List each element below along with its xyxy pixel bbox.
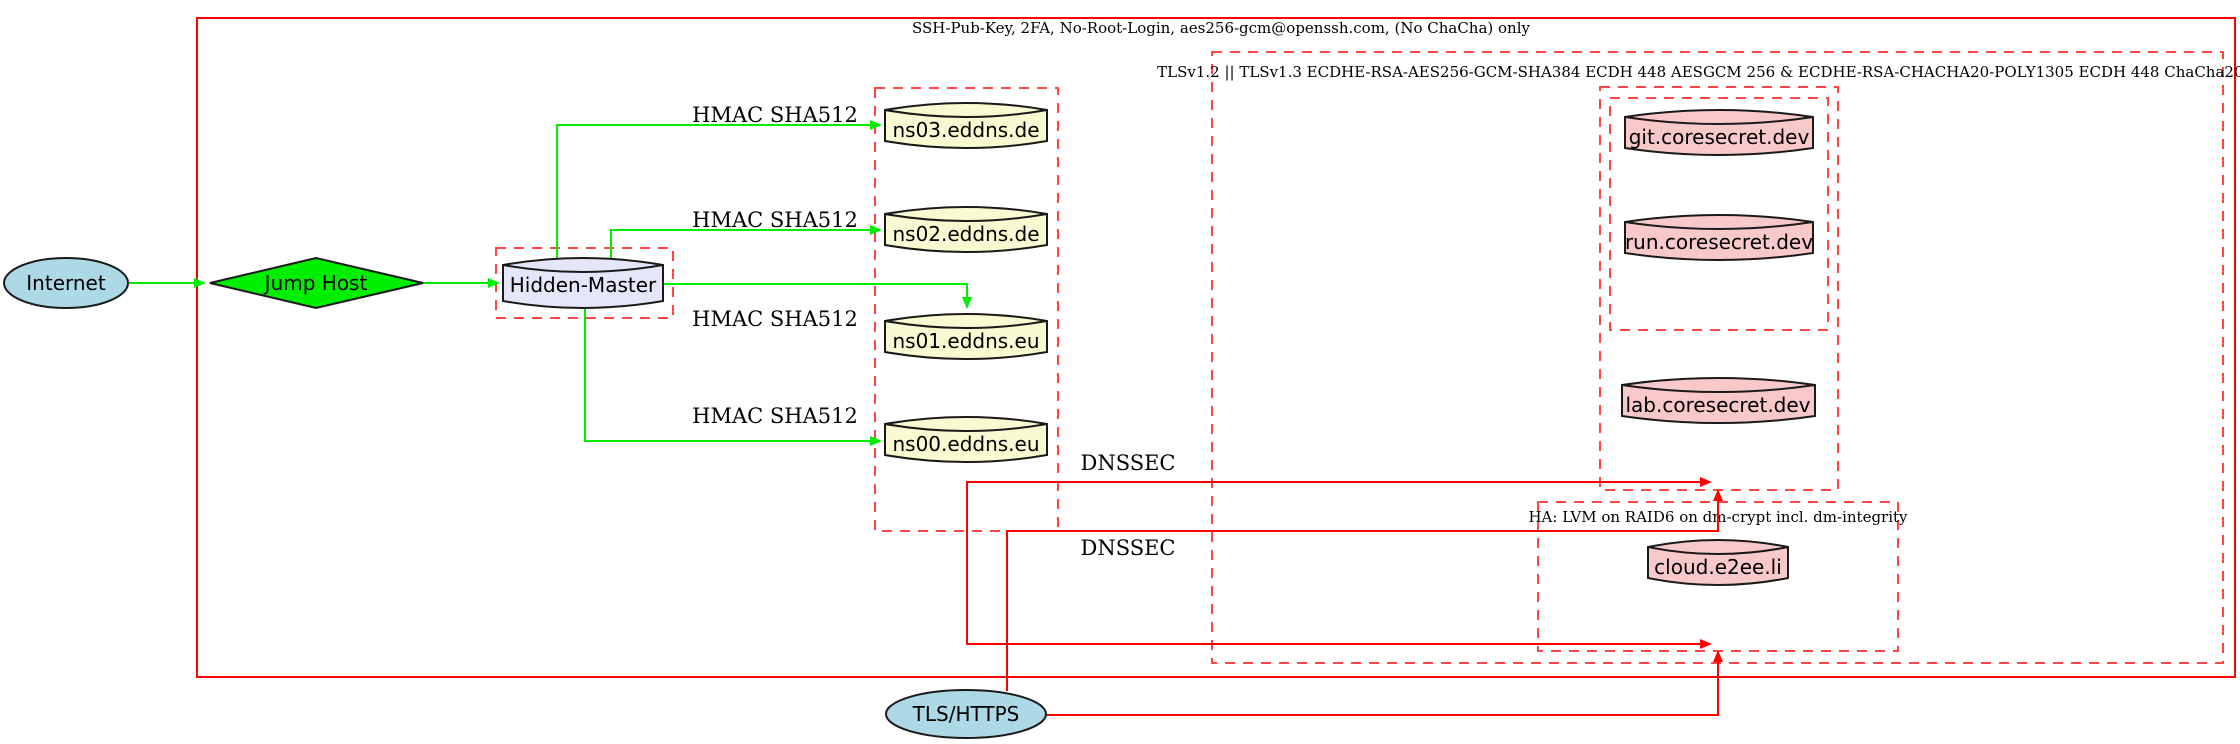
- hidden-master-label: Hidden-Master: [510, 273, 657, 297]
- hidden-master-cylinder-rim: [502, 264, 664, 273]
- internet-ellipse: [3, 257, 129, 309]
- git-cylinder-rim: [1624, 116, 1814, 125]
- node-run: run.coresecret.dev: [1624, 214, 1814, 261]
- node-ns03: ns03.eddns.de: [884, 102, 1048, 149]
- ns01-label: ns01.eddns.eu: [892, 329, 1039, 353]
- ns00-cylinder-rim: [884, 423, 1048, 432]
- jump-host-label: Jump Host: [263, 271, 368, 295]
- edge-labels: HMAC SHA512 HMAC SHA512 HMAC SHA512 HMAC…: [692, 103, 1175, 560]
- edge-label-hmac-ns03: HMAC SHA512: [692, 103, 858, 127]
- node-lab: lab.coresecret.dev: [1621, 377, 1816, 424]
- edge-hiddenmaster-to-ns01: [663, 283, 972, 309]
- node-git: git.coresecret.dev: [1624, 109, 1814, 156]
- node-jump-host: Jump Host: [209, 256, 424, 310]
- internet-label: Internet: [26, 271, 106, 295]
- run-label: run.coresecret.dev: [1625, 230, 1813, 254]
- run-cylinder-rim: [1624, 221, 1814, 230]
- red-edges: [966, 477, 1723, 716]
- jump-host-diamond: [209, 256, 424, 310]
- node-tls-https: TLS/HTTPS: [885, 689, 1047, 739]
- node-ns01: ns01.eddns.eu: [884, 313, 1048, 360]
- edge-hiddenmaster-to-ns03: [556, 120, 882, 260]
- lab-cylinder-rim: [1621, 384, 1816, 393]
- edge-hiddenmaster-to-ns00: [584, 308, 882, 446]
- cluster-ssh-label: SSH-Pub-Key, 2FA, No-Root-Login, aes256-…: [912, 19, 1531, 37]
- ns02-label: ns02.eddns.de: [892, 222, 1039, 246]
- git-label: git.coresecret.dev: [1629, 125, 1810, 149]
- ns03-label: ns03.eddns.de: [892, 118, 1039, 142]
- green-edges: [128, 120, 972, 446]
- edge-label-hmac-ns02: HMAC SHA512: [692, 208, 858, 232]
- cluster-servers-inner-box: [1609, 97, 1829, 331]
- node-hidden-master: Hidden-Master: [502, 257, 664, 309]
- node-internet: Internet: [3, 257, 129, 309]
- node-cloud: cloud.e2ee.li: [1647, 539, 1789, 586]
- ns03-cylinder-rim: [884, 109, 1048, 118]
- tls-https-label: TLS/HTTPS: [912, 702, 1020, 726]
- ns01-cylinder-rim: [884, 320, 1048, 329]
- edge-hiddenmaster-to-ns02: [610, 225, 882, 260]
- cloud-cylinder-rim: [1647, 546, 1789, 555]
- node-ns00: ns00.eddns.eu: [884, 416, 1048, 463]
- cluster-nameservers-box: [874, 87, 1059, 532]
- edge-dnssec-to-ha-cluster: [966, 531, 1712, 649]
- edge-label-hmac-ns00: HMAC SHA512: [692, 404, 858, 428]
- ns02-cylinder-rim: [884, 213, 1048, 222]
- edge-dnssec-to-servers-cluster: [966, 477, 1712, 531]
- cloud-label: cloud.e2ee.li: [1654, 555, 1782, 579]
- cluster-tls-label: TLSv1.2 || TLSv1.3 ECDHE-RSA-AES256-GCM-…: [1157, 63, 2240, 81]
- edge-label-hmac-ns01: HMAC SHA512: [692, 307, 858, 331]
- cluster-ssh-box: [196, 17, 2236, 678]
- edge-tlshttps-to-servers-cluster: [1006, 489, 1723, 691]
- edge-tlshttps-to-ha-cluster: [1046, 650, 1723, 716]
- edge-label-dnssec-1: DNSSEC: [1080, 451, 1175, 475]
- node-ns02: ns02.eddns.de: [884, 206, 1048, 253]
- tls-https-ellipse: [885, 689, 1047, 739]
- ns00-label: ns00.eddns.eu: [892, 432, 1039, 456]
- edge-label-dnssec-2: DNSSEC: [1080, 536, 1175, 560]
- lab-label: lab.coresecret.dev: [1625, 393, 1810, 417]
